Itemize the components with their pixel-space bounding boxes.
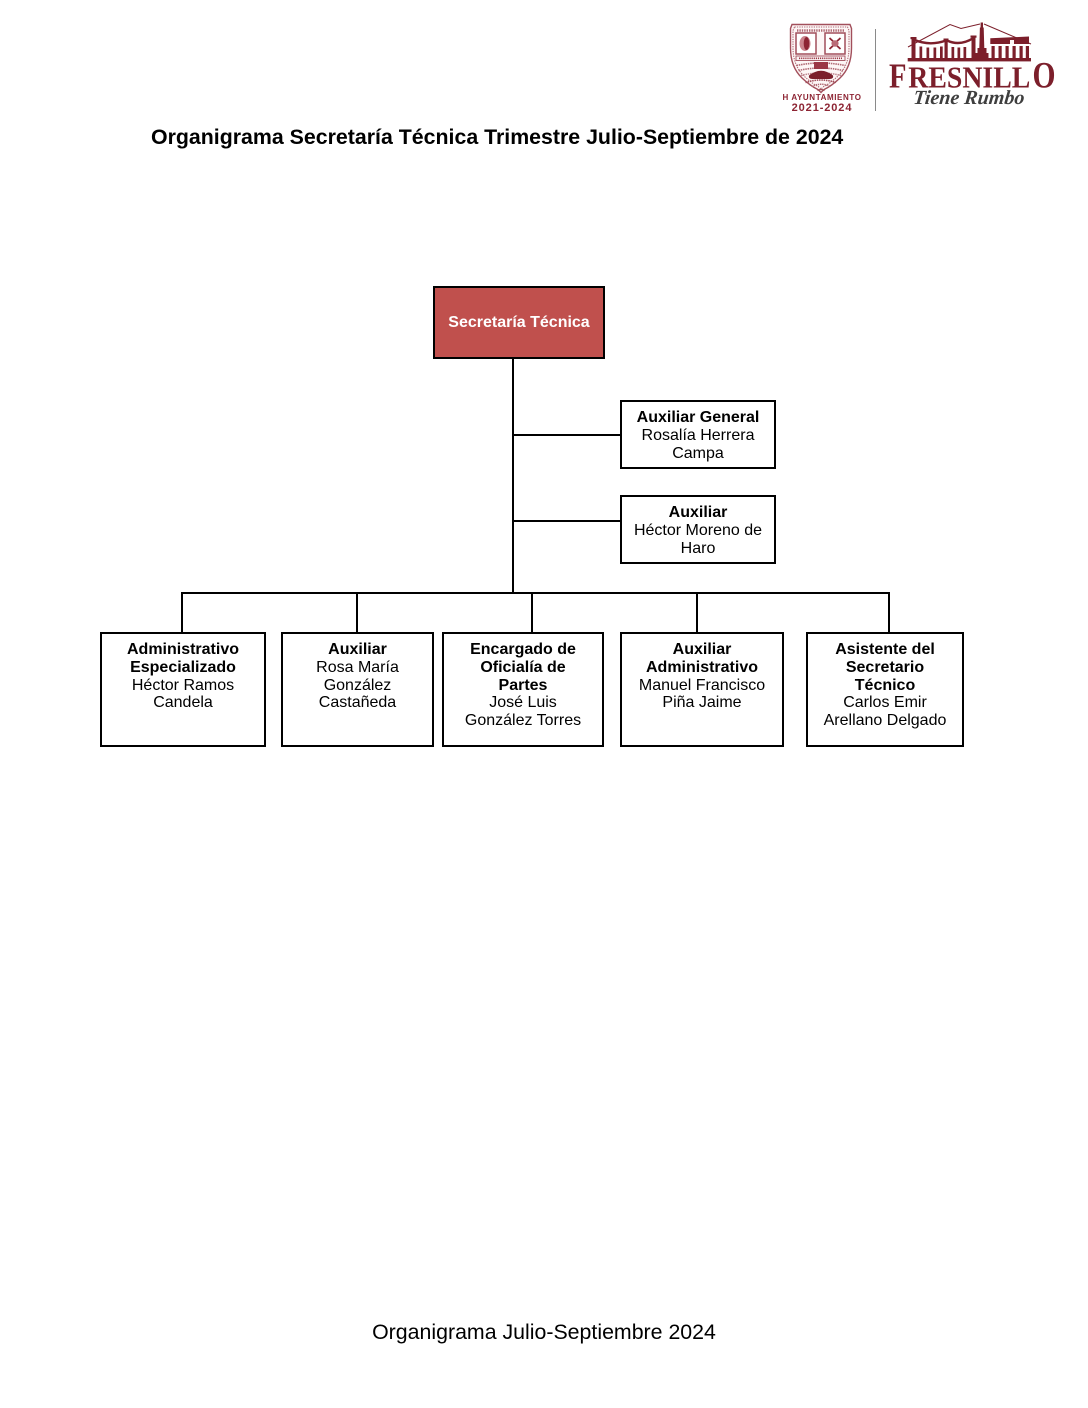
svg-text:RESNILL: RESNILL <box>908 60 1030 95</box>
svg-text:O: O <box>1033 56 1056 97</box>
svg-text:F: F <box>889 57 907 96</box>
